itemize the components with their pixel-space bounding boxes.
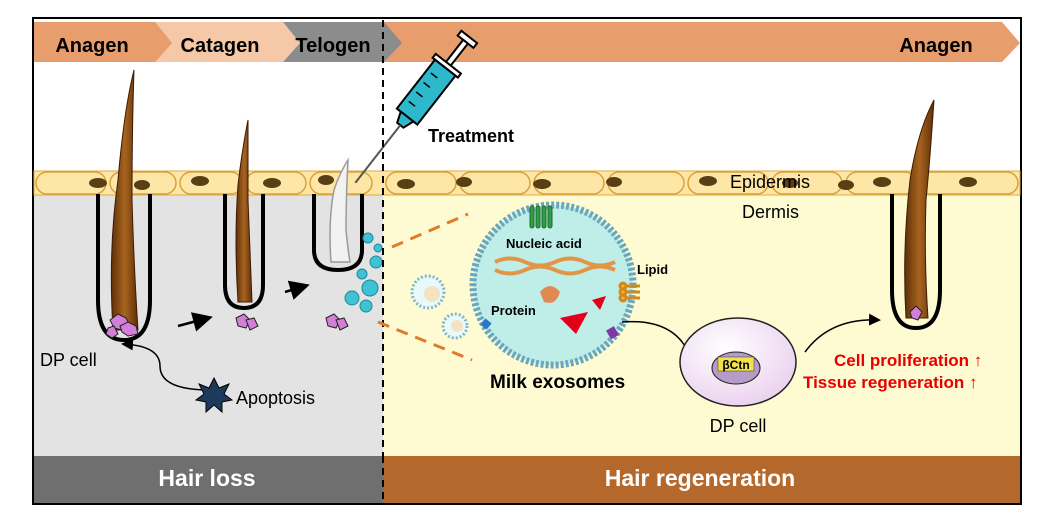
cell-to-hair-arrow bbox=[804, 313, 881, 353]
phase-anagen-right: Anagen bbox=[899, 35, 972, 57]
hair-loss-label: Hair loss bbox=[158, 465, 255, 491]
dp-cells-left bbox=[105, 313, 139, 339]
catagen-arrow bbox=[155, 22, 300, 62]
apoptosis-label: Apoptosis bbox=[236, 388, 315, 408]
small-exosomes bbox=[410, 274, 469, 340]
phase-anagen-left: Anagen bbox=[55, 35, 128, 57]
beta-catenin-label: βCtn bbox=[722, 358, 749, 372]
tissue-regeneration-label: Tissue regeneration ↑ bbox=[803, 373, 977, 392]
stage-arrow-1 bbox=[177, 312, 213, 332]
milk-exosome: Nucleic acid Lipid Protein bbox=[469, 201, 668, 369]
lipid-icon bbox=[618, 281, 640, 303]
membrane-protein-icon bbox=[529, 205, 553, 229]
apoptosis-icon bbox=[194, 376, 234, 414]
hair-regeneration-label: Hair regeneration bbox=[605, 465, 795, 491]
apoptosis-arrow bbox=[121, 338, 211, 391]
regenerated-follicle bbox=[890, 99, 942, 331]
protein-label: Protein bbox=[491, 303, 536, 318]
dermis-label: Dermis bbox=[742, 202, 799, 222]
stage-arrow-2 bbox=[284, 280, 310, 300]
protein-icon bbox=[540, 286, 560, 303]
phase-catagen: Catagen bbox=[181, 35, 260, 57]
nucleic-acid-label: Nucleic acid bbox=[506, 236, 582, 251]
lipid-label: Lipid bbox=[637, 262, 668, 277]
cell-proliferation-label: Cell proliferation ↑ bbox=[834, 351, 982, 370]
milk-exosomes-label: Milk exosomes bbox=[490, 372, 625, 393]
dp-cell-right: βCtn bbox=[679, 317, 797, 407]
phase-bar: Anagen Catagen Telogen Anagen bbox=[34, 22, 1020, 62]
protein-triangle bbox=[560, 312, 588, 334]
telogen-follicle bbox=[312, 157, 364, 331]
dp-cell-label-right: DP cell bbox=[710, 416, 767, 436]
syringe-icon bbox=[354, 29, 479, 184]
footer-hair-regeneration bbox=[383, 456, 1020, 503]
treatment-label: Treatment bbox=[428, 126, 514, 146]
epidermis-layer bbox=[33, 170, 1021, 196]
telogen-arrow bbox=[283, 22, 402, 62]
catagen-follicle bbox=[223, 119, 265, 331]
dp-cells-catagen bbox=[235, 313, 259, 331]
dp-cell-label-left: DP cell bbox=[40, 350, 97, 370]
phase-telogen: Telogen bbox=[295, 35, 370, 57]
zoom-line-top bbox=[391, 212, 469, 249]
zoom-line-bottom bbox=[377, 320, 473, 362]
anagen-left-arrow bbox=[34, 22, 172, 62]
footer-hair-loss bbox=[34, 456, 383, 503]
dp-cells-telogen bbox=[325, 313, 349, 331]
epidermis-label: Epidermis bbox=[730, 172, 810, 192]
